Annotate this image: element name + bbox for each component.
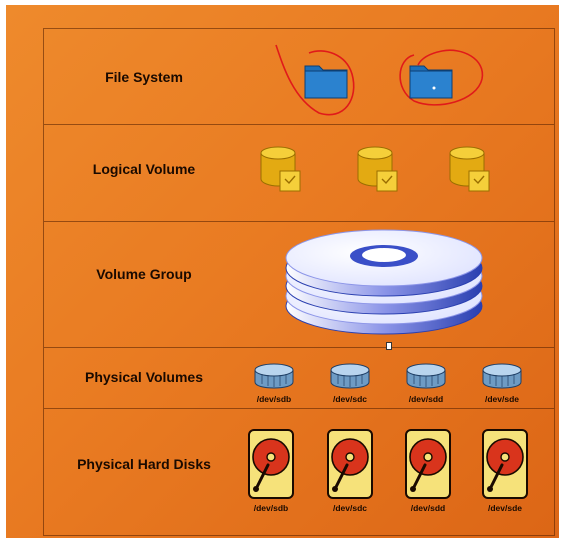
label-physical-volumes: Physical Volumes [84, 369, 203, 385]
row-volume-group: Volume Group [43, 222, 555, 350]
disk-cylinder-icon [482, 363, 522, 389]
disk-cylinder-icon [254, 363, 294, 389]
device-label: /dev/sdc [332, 503, 368, 513]
disk-cylinder-icon [330, 363, 370, 389]
row-physical-hard-disks: Physical Hard Disks /dev/sdb /dev/sdc /d… [43, 409, 555, 536]
device-label: /dev/sde [484, 394, 520, 404]
device-label: /dev/sdd [410, 503, 446, 513]
device-label: /dev/sdb [256, 394, 292, 404]
row-logical-volume: Logical Volume [43, 125, 555, 222]
cursor-icon [386, 342, 392, 350]
label-file-system: File System [105, 69, 183, 85]
folder-icon [304, 65, 348, 99]
lvm-diagram: File System Logical Volume [6, 5, 559, 538]
device-label: /dev/sde [487, 503, 523, 513]
hard-disk-icon [482, 429, 528, 499]
hard-disk-icon [327, 429, 373, 499]
row-physical-volumes: Physical Volumes /dev/sdb /dev/sdc /dev/… [43, 348, 555, 409]
row-file-system: File System [43, 28, 555, 125]
database-icon [260, 146, 301, 192]
hard-disk-icon [248, 429, 294, 499]
device-label: /dev/sdc [332, 394, 368, 404]
database-icon [449, 146, 490, 192]
hard-disk-icon [405, 429, 451, 499]
red-annotation-circle-icon [275, 44, 355, 116]
label-physical-hard-disks: Physical Hard Disks [77, 456, 211, 472]
label-logical-volume: Logical Volume [92, 161, 196, 177]
device-label: /dev/sdb [253, 503, 289, 513]
device-label: /dev/sdd [408, 394, 444, 404]
disk-stack-icon [285, 229, 483, 335]
folder-icon [409, 65, 453, 99]
database-icon [357, 146, 398, 192]
label-volume-group: Volume Group [96, 266, 192, 282]
red-annotation-circle-icon [399, 49, 484, 106]
disk-cylinder-icon [406, 363, 446, 389]
